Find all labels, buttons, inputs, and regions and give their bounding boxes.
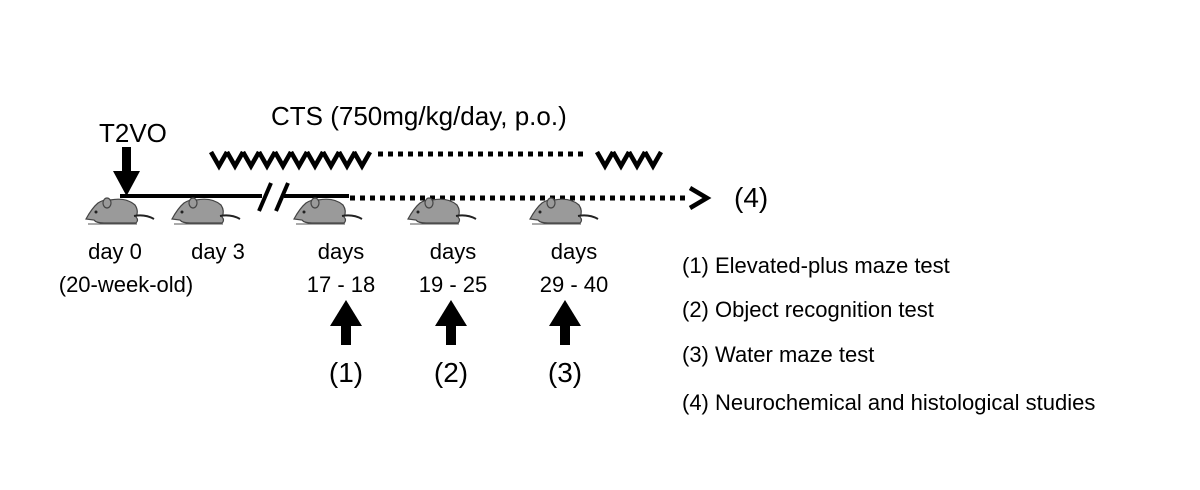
dose-chevrons-group-2	[597, 152, 661, 166]
mouse-icon	[293, 197, 363, 225]
up-arrow-icon	[435, 300, 467, 345]
down-chevron-arrow-icon	[259, 152, 275, 166]
timepoint-1-top: day 3	[191, 239, 245, 264]
legend-item-3: (3) Water maze test	[682, 342, 874, 367]
mouse-icon	[529, 197, 599, 225]
treatment-label: CTS (750mg/kg/day, p.o.)	[271, 101, 567, 131]
down-chevron-arrow-icon	[597, 152, 613, 166]
down-chevron-arrow-icon	[645, 152, 661, 166]
down-chevron-arrow-icon	[243, 152, 259, 166]
down-chevron-arrow-icon	[629, 152, 645, 166]
down-arrow-icon	[113, 147, 140, 196]
timeline-arrowhead	[688, 186, 712, 210]
down-chevron-arrow-icon	[211, 152, 227, 166]
timepoint-3-top: days	[430, 239, 476, 264]
legend-item-4: (4) Neurochemical and histological studi…	[682, 390, 1095, 415]
down-chevron-arrow-icon	[613, 152, 629, 166]
down-chevron-arrow-icon	[323, 152, 339, 166]
timeline-break-mark-right	[274, 182, 290, 212]
timeline-break-mark-left	[257, 182, 273, 212]
mouse-icon	[407, 197, 477, 225]
down-chevron-arrow-icon	[227, 152, 243, 166]
dose-chevrons-group-1	[211, 152, 370, 166]
test-marker-2: (2)	[434, 357, 468, 388]
surgery-label: T2VO	[99, 118, 167, 148]
down-chevron-arrow-icon	[291, 152, 307, 166]
down-chevron-arrow-icon	[275, 152, 291, 166]
legend-item-2: (2) Object recognition test	[682, 297, 934, 322]
test-marker-1: (1)	[329, 357, 363, 388]
timepoint-0-bottom: (20-week-old)	[59, 272, 194, 297]
up-arrow-icon	[330, 300, 362, 345]
mouse-icon	[85, 197, 155, 225]
test-marker-3: (3)	[548, 357, 582, 388]
timepoint-2-bottom: 17 - 18	[307, 272, 376, 297]
legend-item-1: (1) Elevated-plus maze test	[682, 253, 950, 278]
legend: (1) Elevated-plus maze test (2) Object r…	[682, 253, 1095, 415]
timepoint-4-top: days	[551, 239, 597, 264]
down-chevron-arrow-icon	[307, 152, 323, 166]
timepoint-0-top: day 0	[88, 239, 142, 264]
down-chevron-arrow-icon	[354, 152, 370, 166]
end-marker: (4)	[734, 182, 768, 213]
up-arrow-icon	[549, 300, 581, 345]
timepoint-3-bottom: 19 - 25	[419, 272, 488, 297]
mouse-icon	[171, 197, 241, 225]
timepoint-4-bottom: 29 - 40	[540, 272, 609, 297]
timepoint-2-top: days	[318, 239, 364, 264]
